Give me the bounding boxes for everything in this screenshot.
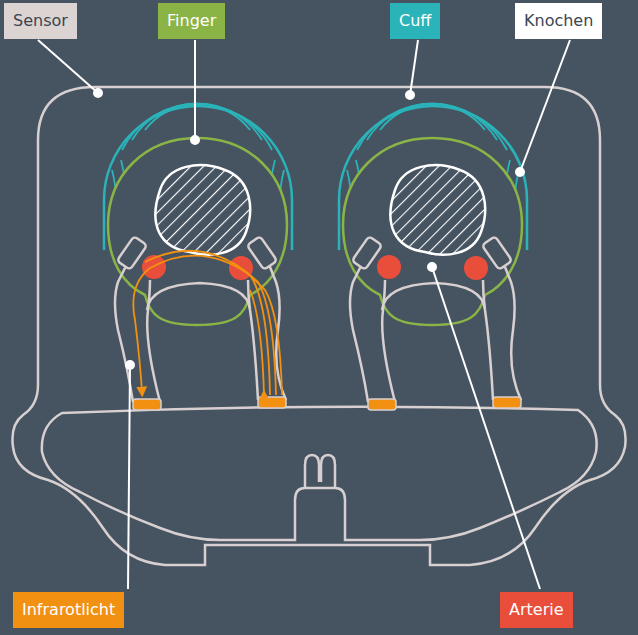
part-name: Infrarotlicht — [22, 600, 115, 619]
label-box: Finger — [158, 3, 225, 39]
sensor-housing — [12, 87, 625, 565]
part-name: Finger — [167, 11, 216, 30]
part-name: Cuff — [399, 11, 431, 30]
leader-lines — [38, 40, 570, 589]
infrared-rays — [133, 251, 282, 395]
part-name: Knochen — [524, 11, 593, 30]
label-box: Cuff — [390, 3, 440, 39]
sensor-base — [42, 407, 597, 540]
part-name: Arterie — [509, 600, 564, 619]
label-box: Arterie — [500, 592, 573, 628]
bone — [155, 165, 250, 255]
label-box: Knochen — [515, 3, 602, 39]
part-name: Sensor — [13, 11, 68, 30]
label-box: Infrarotlicht — [13, 592, 124, 628]
label-box: Sensor — [4, 3, 77, 39]
finger-unit — [104, 103, 292, 410]
base-notch — [305, 455, 335, 488]
